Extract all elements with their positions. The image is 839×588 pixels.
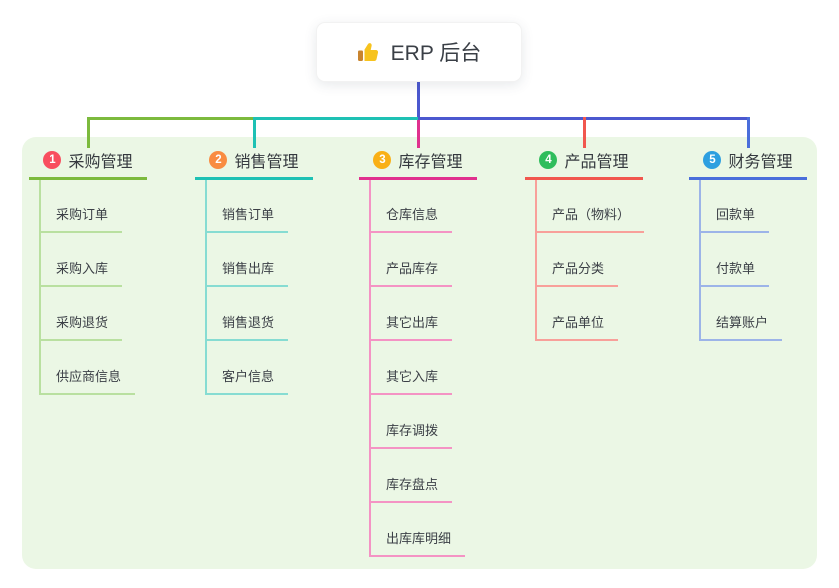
- branch-1-child-node[interactable]: 采购退货: [39, 314, 123, 341]
- branch-2-spine-line: [205, 180, 207, 395]
- branch-4-number-badge: 4: [539, 151, 558, 169]
- branch-3-number-badge: 3: [373, 151, 392, 169]
- branch-4-child-node[interactable]: 产品分类: [535, 260, 619, 287]
- branch-3-spine-line: [369, 180, 371, 557]
- branches-background-panel: [22, 137, 817, 569]
- branch-2-drop-line: [252, 117, 256, 148]
- branch-4-child-node[interactable]: 产品（物料）: [535, 206, 645, 233]
- branch-2-header[interactable]: 2 销售管理: [195, 150, 313, 180]
- branch-3-child-node[interactable]: 产品库存: [369, 260, 453, 287]
- bus-line-segment-1: [86, 117, 254, 120]
- branch-4-drop-line: [582, 117, 586, 148]
- branch-1-number-badge: 1: [43, 151, 62, 169]
- branch-1-child-node[interactable]: 采购订单: [39, 206, 123, 233]
- branch-1-child-node[interactable]: 采购入库: [39, 260, 123, 287]
- branch-2-child-node[interactable]: 销售订单: [205, 206, 289, 233]
- branch-2-number-badge: 2: [209, 151, 228, 169]
- branch-3-drop-line: [416, 120, 420, 148]
- branch-5-drop-line: [746, 117, 750, 148]
- branch-3-child-node[interactable]: 库存盘点: [369, 476, 453, 503]
- bus-line-segment-2: [254, 117, 418, 120]
- branch-1-header[interactable]: 1 采购管理: [29, 150, 147, 180]
- branch-5-child-node[interactable]: 回款单: [699, 206, 770, 233]
- branch-2-child-node[interactable]: 客户信息: [205, 368, 289, 395]
- branch-5-child-node[interactable]: 结算账户: [699, 314, 783, 341]
- branch-5-child-node[interactable]: 付款单: [699, 260, 770, 287]
- branch-1-spine-line: [39, 180, 41, 395]
- branch-4-child-node[interactable]: 产品单位: [535, 314, 619, 341]
- branch-5-header[interactable]: 5 财务管理: [689, 150, 807, 180]
- branch-2-child-node[interactable]: 销售退货: [205, 314, 289, 341]
- branch-3-child-node[interactable]: 其它入库: [369, 368, 453, 395]
- branch-1-drop-line: [86, 117, 90, 148]
- branch-4-title: 产品管理: [564, 154, 629, 171]
- branch-2-child-node[interactable]: 销售出库: [205, 260, 289, 287]
- thumbs-up-icon: [357, 43, 378, 61]
- root-title: ERP 后台: [390, 42, 482, 65]
- root-connector-line: [416, 82, 420, 120]
- branch-5-number-badge: 5: [703, 151, 722, 169]
- branch-3-child-node[interactable]: 出库库明细: [369, 530, 466, 557]
- branch-3-child-node[interactable]: 其它出库: [369, 314, 453, 341]
- branch-2-title: 销售管理: [234, 154, 299, 171]
- branch-3-title: 库存管理: [398, 154, 463, 171]
- branch-3-child-node[interactable]: 库存调拨: [369, 422, 453, 449]
- branch-5-title: 财务管理: [728, 154, 793, 171]
- root-node[interactable]: ERP 后台: [316, 22, 522, 82]
- branch-3-child-node[interactable]: 仓库信息: [369, 206, 453, 233]
- branch-4-header[interactable]: 4 产品管理: [525, 150, 643, 180]
- branch-5-spine-line: [699, 180, 701, 341]
- branch-4-spine-line: [535, 180, 537, 341]
- branch-1-child-node[interactable]: 供应商信息: [39, 368, 136, 395]
- branch-3-header[interactable]: 3 库存管理: [359, 150, 477, 180]
- branch-1-title: 采购管理: [68, 154, 133, 171]
